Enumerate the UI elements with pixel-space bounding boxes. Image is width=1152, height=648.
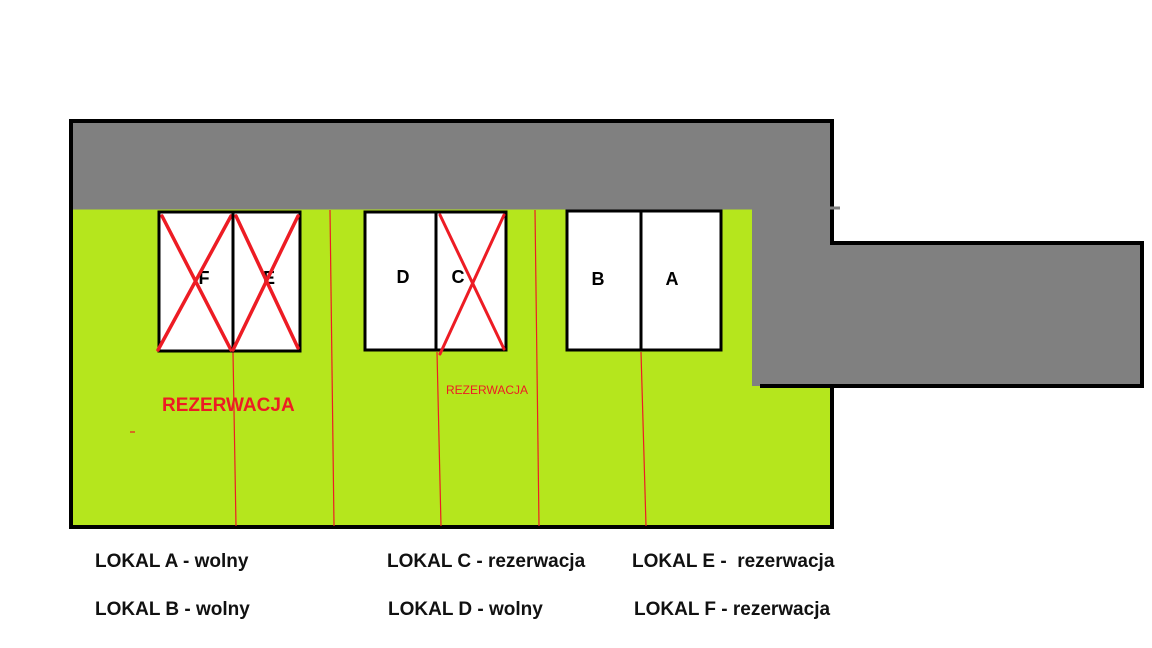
unit-c-label: C [452, 267, 465, 287]
plot-dividers [130, 209, 647, 527]
unit-c-reserved-mark [438, 213, 506, 356]
legend-unit-f: LOKAL F - rezerwacja [634, 599, 831, 620]
unit-a-label: A [666, 269, 679, 289]
unit-b[interactable]: B [565, 209, 643, 352]
unit-a[interactable]: A [639, 209, 723, 352]
building-strip [73, 123, 830, 208]
unit-e-reserved-mark [231, 214, 300, 352]
building-annex-outline [760, 241, 1144, 388]
unit-c[interactable]: C [434, 210, 508, 356]
unit-b-label: B [592, 269, 605, 289]
legend-unit-e: LOKAL E - rezerwacja [632, 551, 835, 572]
unit-f[interactable]: F [156, 210, 235, 353]
unit-e[interactable]: E [231, 210, 302, 353]
unit-d-label: D [397, 267, 410, 287]
reservation-label-small: REZERWACJA [446, 383, 528, 397]
legend-unit-c: LOKAL C - rezerwacja [387, 551, 586, 572]
unit-d[interactable]: D [363, 210, 438, 352]
legend-unit-b: LOKAL B - wolny [95, 599, 250, 620]
legend-unit-d: LOKAL D - wolny [388, 599, 543, 620]
building-annex [752, 208, 1142, 386]
unit-f-label: F [199, 268, 210, 288]
unit-f-reserved-mark [156, 214, 233, 352]
reservation-label-large: REZERWACJA [162, 395, 295, 416]
legend-unit-a: LOKAL A - wolny [95, 551, 249, 572]
